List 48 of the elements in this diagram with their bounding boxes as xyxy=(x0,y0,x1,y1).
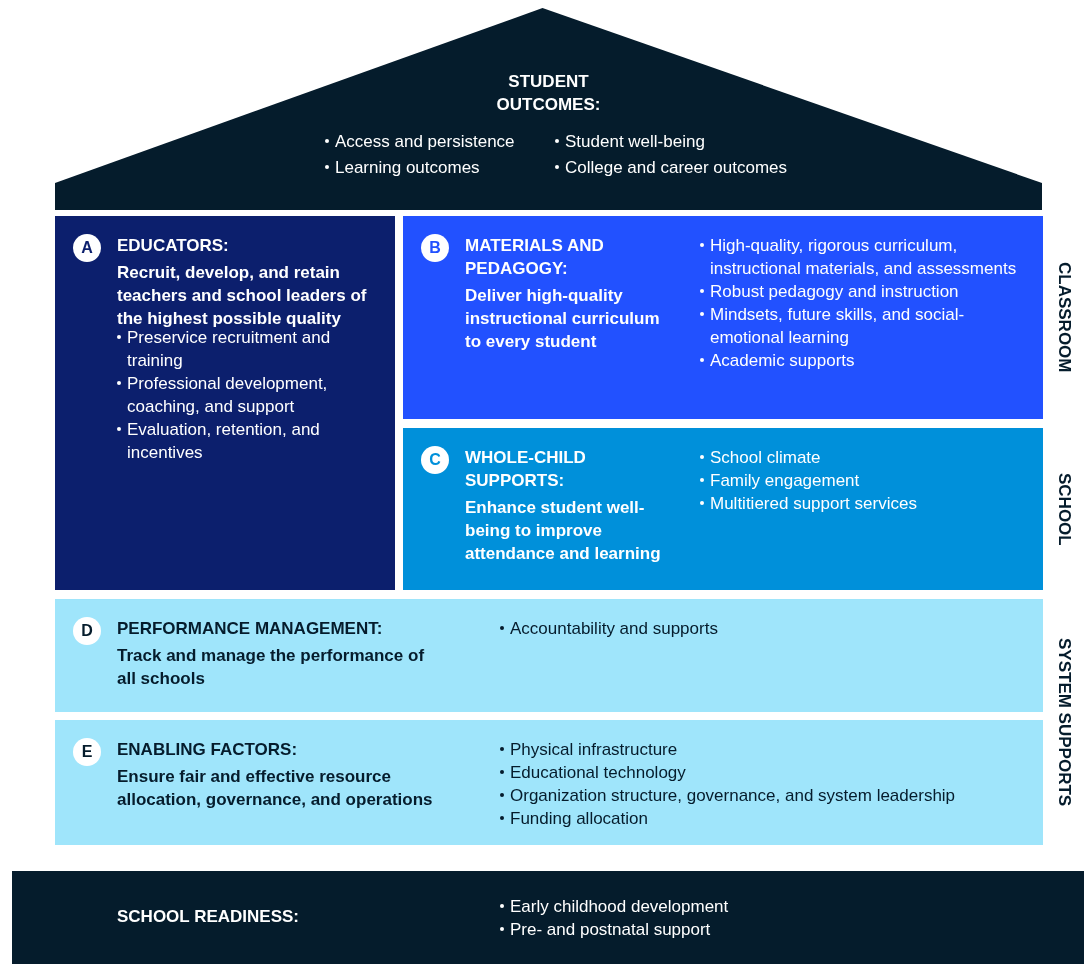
bullet-text: Organization structure, governance, and system leadership xyxy=(510,785,956,807)
section-panel xyxy=(403,428,1043,590)
section-letter: A xyxy=(81,240,93,256)
section-description: Enhance student well-being to improve attendance and learning xyxy=(465,497,662,565)
roof-shape xyxy=(55,8,1042,210)
bullet-text: Physical infrastructure xyxy=(510,739,678,761)
section-description: Track and manage the performance of all schools xyxy=(117,645,426,690)
bullet-text: Learning outcomes xyxy=(335,157,480,179)
bullet-text: College and career outcomes xyxy=(565,157,788,179)
section-letter: D xyxy=(81,623,93,639)
side-label: CLASSROOM xyxy=(1055,262,1073,373)
roof-heading: STUDENT OUTCOMES: xyxy=(495,71,602,116)
bullet-text: School climate xyxy=(710,447,821,469)
bullet-text: High-quality, rigorous curriculum, instructional materials, and assessments xyxy=(710,235,1018,280)
section-letter: C xyxy=(429,452,441,468)
section-description: Recruit, develop, and retain teachers and school leaders of the highest possible quality xyxy=(117,262,368,330)
section-heading: MATERIALS AND PEDAGOGY: xyxy=(465,235,605,280)
section-panel xyxy=(55,720,1043,845)
section-heading: SCHOOL READINESS: xyxy=(117,906,300,928)
side-label: SYSTEM SUPPORTS xyxy=(1055,637,1073,807)
section-panel xyxy=(55,216,395,590)
bullet-text: Accountability and supports xyxy=(510,618,718,640)
bullet-text: Preservice recruitment and training xyxy=(127,327,332,372)
bullet-text: Mindsets, future skills, and social-emotional learning xyxy=(710,304,966,349)
section-description: Deliver high-quality instructional curriculum to every student xyxy=(465,285,661,353)
bullet-text: Early childhood development xyxy=(510,896,729,918)
foundation-band xyxy=(12,871,1084,964)
bullet-text: Multitiered support services xyxy=(710,493,917,515)
bullet-text: Funding allocation xyxy=(510,808,648,830)
bullet-text: Access and persistence xyxy=(335,131,515,153)
section-description: Ensure fair and effective resource allocation, governance, and operations xyxy=(117,766,434,811)
section-panel xyxy=(55,599,1043,712)
bullet-text: Professional development, coaching, and support xyxy=(127,373,329,418)
bullet-text: Pre- and postnatal support xyxy=(510,919,711,941)
section-heading: ENABLING FACTORS: xyxy=(117,739,299,761)
bullet-text: Robust pedagogy and instruction xyxy=(710,281,959,303)
section-heading: WHOLE-CHILD SUPPORTS: xyxy=(465,447,587,492)
section-letter: B xyxy=(429,240,441,256)
section-heading: PERFORMANCE MANAGEMENT: xyxy=(117,618,384,640)
section-heading: EDUCATORS: xyxy=(117,235,230,257)
bullet-text: Educational technology xyxy=(510,762,686,784)
bullet-text: Student well-being xyxy=(565,131,705,153)
section-letter: E xyxy=(81,744,93,760)
bullet-text: Evaluation, retention, and incentives xyxy=(127,419,321,464)
side-label: SCHOOL xyxy=(1055,472,1073,546)
section-panel xyxy=(403,216,1043,419)
bullet-text: Family engagement xyxy=(710,470,860,492)
bullet-text: Academic supports xyxy=(710,350,855,372)
